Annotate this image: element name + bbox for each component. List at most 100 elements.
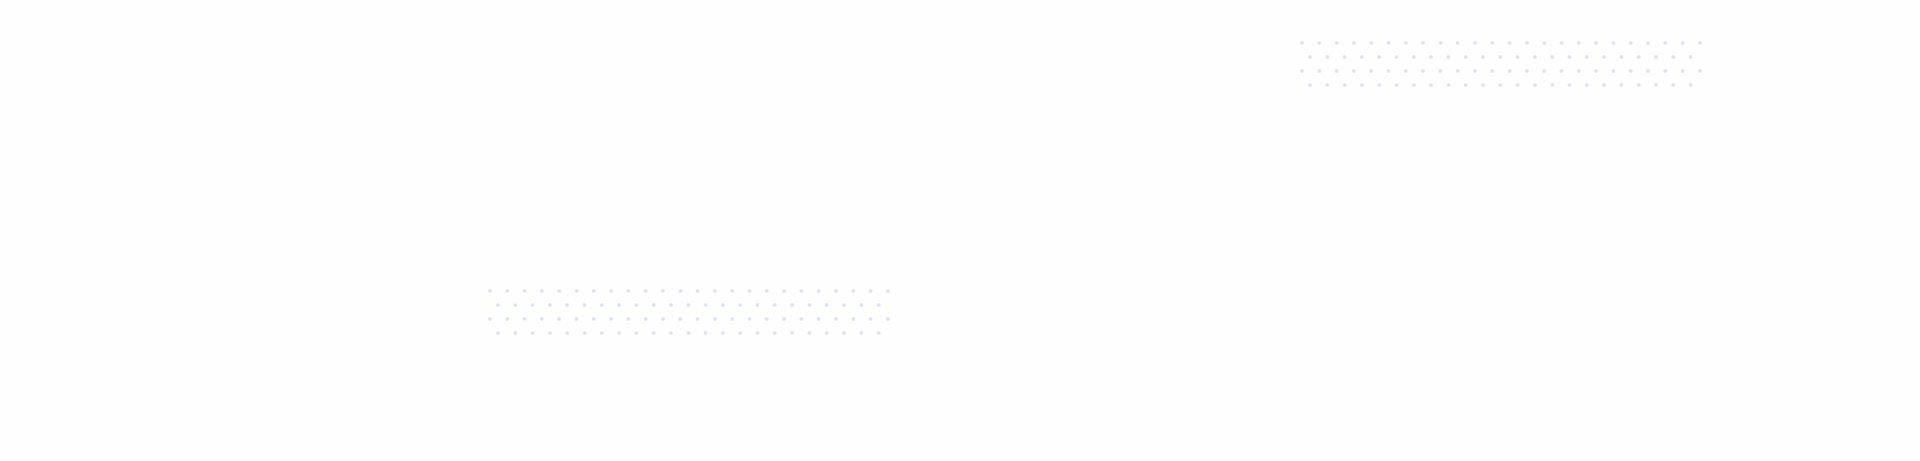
pattern-dot [1490, 69, 1495, 73]
pattern-dot [591, 317, 596, 321]
pattern-dot [1369, 69, 1374, 73]
pattern-dot [1533, 83, 1537, 87]
pattern-dot [1671, 55, 1676, 59]
pattern-dot [626, 317, 631, 321]
pattern-dot [488, 289, 492, 293]
pattern-dot [1507, 41, 1512, 45]
pattern-dot [540, 289, 544, 293]
pattern-dot [1473, 69, 1477, 73]
pattern-dot [1559, 69, 1564, 73]
pattern-dot [1463, 55, 1468, 59]
pattern-dot [1386, 41, 1391, 45]
pattern-dot [721, 331, 725, 335]
pattern-dot [1550, 83, 1555, 87]
pattern-dot [661, 289, 665, 293]
pattern-dot [643, 317, 648, 321]
pattern-dot [1654, 55, 1658, 59]
pattern-dot [1481, 83, 1485, 87]
pattern-dot [1698, 69, 1702, 73]
pattern-dot [1429, 83, 1433, 87]
pattern-dot [582, 303, 587, 307]
pattern-dot [669, 303, 673, 307]
pattern-dot [1688, 83, 1693, 87]
pattern-dot [868, 289, 873, 293]
pattern-dot [513, 303, 518, 307]
pattern-dot [1663, 41, 1668, 45]
pattern-dot [1429, 55, 1433, 59]
pattern-dot [582, 331, 587, 335]
pattern-dot [1654, 83, 1658, 87]
pattern-dot [1533, 55, 1537, 59]
pattern-dot [1308, 55, 1312, 59]
pattern-dot [1473, 41, 1477, 45]
pattern-dot [1342, 83, 1347, 87]
pattern-dot [1498, 83, 1503, 87]
pattern-dot [1342, 55, 1347, 59]
pattern-dot [1628, 41, 1633, 45]
pattern-dot [755, 303, 760, 307]
pattern-dot [522, 317, 527, 321]
dot-pattern-bottom [488, 289, 890, 335]
pattern-dot [790, 331, 794, 335]
pattern-dot [1308, 83, 1312, 87]
pattern-dot [557, 289, 562, 293]
pattern-dot [1594, 69, 1598, 73]
pattern-dot [1584, 83, 1589, 87]
pattern-dot [782, 317, 786, 321]
pattern-dot [834, 317, 838, 321]
pattern-dot [1663, 69, 1668, 73]
pattern-dot [557, 317, 562, 321]
pattern-dot [686, 331, 691, 335]
pattern-dot [505, 317, 510, 321]
pattern-dot [661, 317, 665, 321]
pattern-dot [1394, 55, 1399, 59]
pattern-dot [530, 303, 535, 307]
pattern-dot [634, 303, 639, 307]
pattern-dot [1636, 83, 1641, 87]
pattern-dot [574, 317, 579, 321]
pattern-dot [1576, 41, 1581, 45]
pattern-dot [574, 289, 579, 293]
pattern-dot [876, 331, 881, 335]
pattern-dot [851, 289, 856, 293]
pattern-dot [609, 317, 613, 321]
pattern-dot [721, 303, 725, 307]
pattern-dot [859, 303, 864, 307]
pattern-dot [1386, 69, 1391, 73]
pattern-dot [772, 331, 777, 335]
pattern-dot [703, 331, 708, 335]
pattern-dot [505, 289, 510, 293]
pattern-dot [842, 331, 846, 335]
pattern-dot [772, 303, 777, 307]
pattern-dot [1698, 41, 1702, 45]
pattern-dot [730, 289, 735, 293]
pattern-dot [669, 331, 673, 335]
pattern-dot [1490, 41, 1495, 45]
pattern-dot [1680, 69, 1685, 73]
pattern-dot [755, 331, 760, 335]
pattern-dot [824, 303, 829, 307]
pattern-dot [1498, 55, 1503, 59]
pattern-dot [678, 289, 683, 293]
pattern-dot [1576, 69, 1581, 73]
pattern-dot [1438, 41, 1443, 45]
pattern-dot [565, 303, 570, 307]
pattern-dot [834, 289, 838, 293]
pattern-dot [1334, 41, 1339, 45]
pattern-dot [1550, 55, 1555, 59]
pattern-dot [799, 289, 804, 293]
pattern-dot [1300, 69, 1304, 73]
pattern-dot [876, 303, 881, 307]
pattern-dot [1567, 83, 1572, 87]
pattern-dot [1377, 83, 1382, 87]
pattern-dot [565, 331, 570, 335]
pattern-dot [1463, 83, 1468, 87]
pattern-dot [1628, 69, 1633, 73]
pattern-dot [1542, 41, 1547, 45]
pattern-dot [1602, 55, 1606, 59]
pattern-dot [1455, 41, 1460, 45]
pattern-dot [1567, 55, 1572, 59]
pattern-dot [1619, 55, 1624, 59]
pattern-dot [1438, 69, 1443, 73]
pattern-dot [530, 331, 535, 335]
